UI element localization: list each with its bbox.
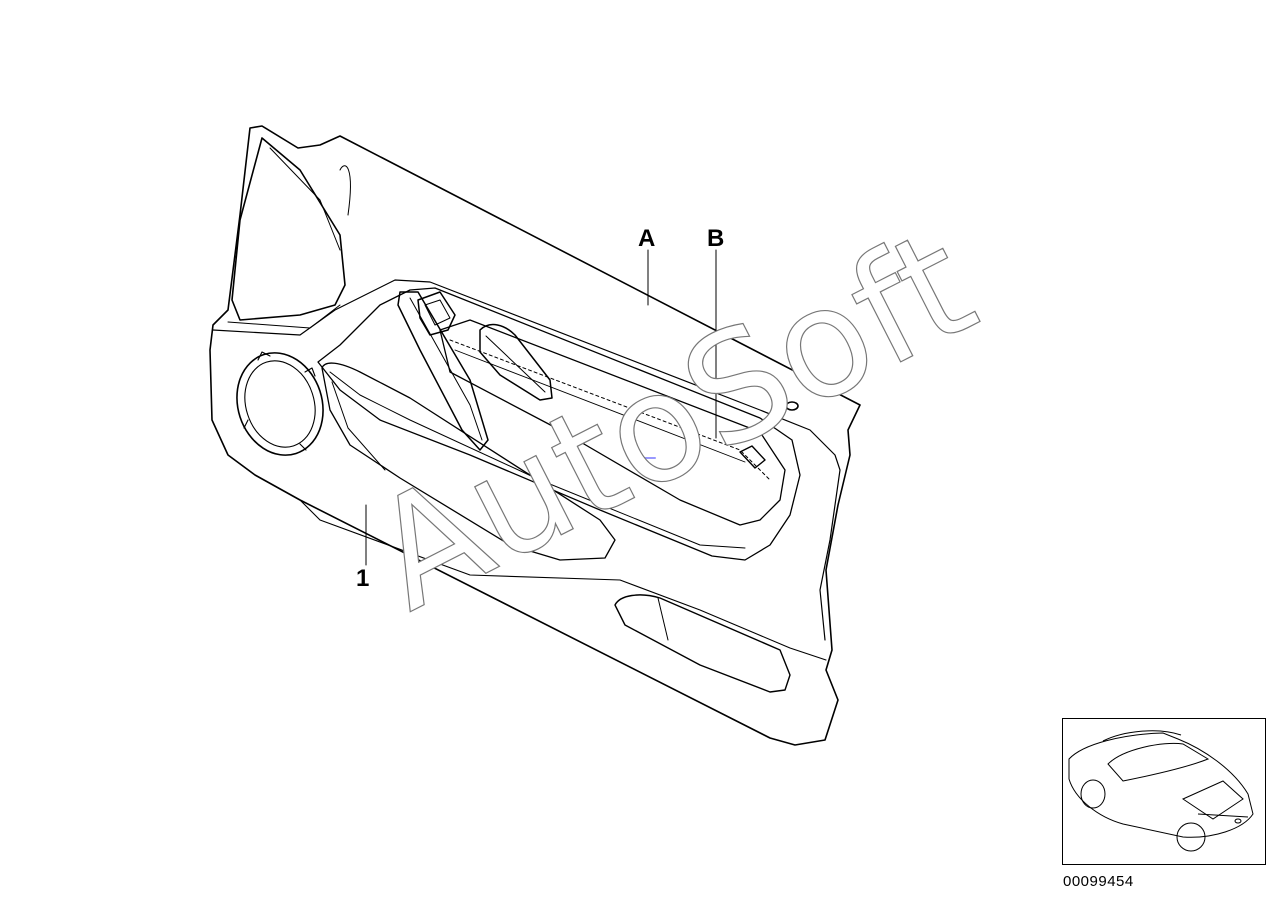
handle-recess xyxy=(479,323,553,401)
door-bin xyxy=(614,594,791,693)
car-silhouette-icon xyxy=(1068,730,1254,852)
lower-pocket xyxy=(321,362,616,561)
pull-handle xyxy=(397,291,489,451)
lock-knob xyxy=(785,401,799,411)
callout-a: A xyxy=(638,225,656,252)
part-number: 00099454 xyxy=(1063,873,1134,890)
panel-outline xyxy=(209,125,861,746)
callout-b: B xyxy=(707,225,725,252)
latch-button xyxy=(739,445,766,469)
mirror-corner xyxy=(231,137,346,321)
trim-insert xyxy=(439,319,786,526)
callout-1: 1 xyxy=(356,565,370,592)
car-thumbnail xyxy=(1062,718,1266,865)
speaker-inner xyxy=(244,360,316,448)
window-switch xyxy=(417,291,456,336)
speaker-outer xyxy=(236,352,324,456)
